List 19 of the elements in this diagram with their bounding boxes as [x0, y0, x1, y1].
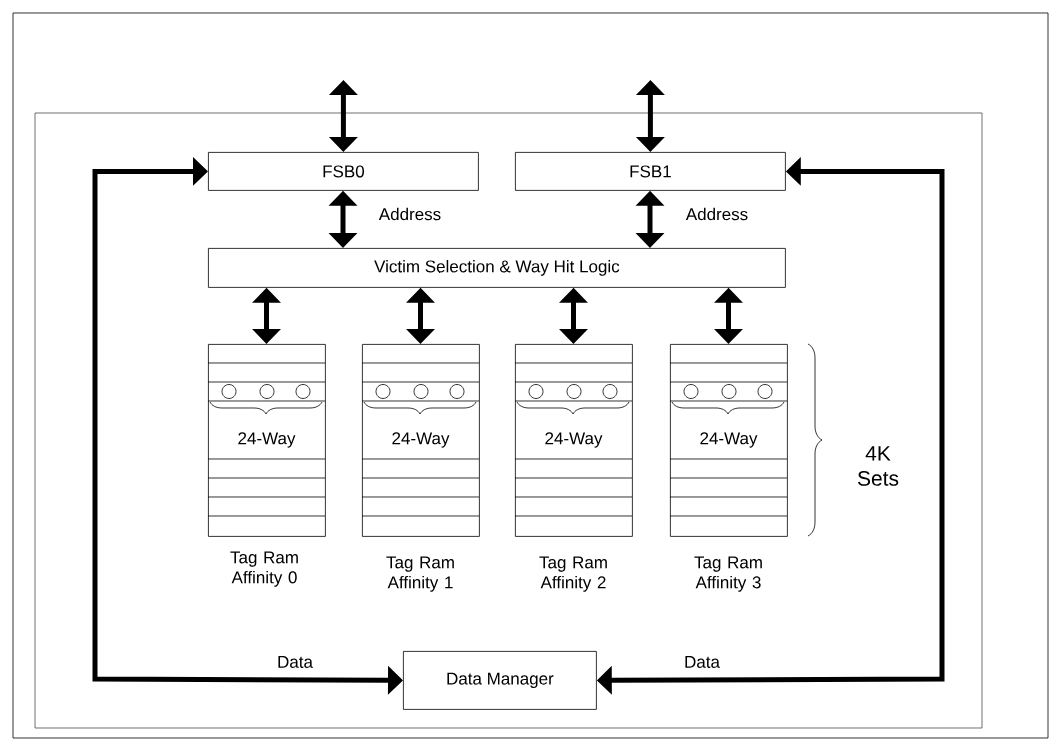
tag-ram-array: 24-Way: [669, 344, 788, 537]
block-box: Victim Selection & Way Hit Logic: [208, 248, 786, 288]
edge-label: Data: [276, 655, 314, 669]
block-box: FSB1: [515, 152, 786, 191]
edge-label: Address: [377, 206, 443, 222]
edge-label: Address: [684, 206, 750, 222]
caption-text: Tag Ram Affinity 3: [694, 556, 762, 592]
tag-ram-array: 24-Way: [361, 344, 480, 537]
arrow: [635, 80, 665, 152]
arrow: [328, 80, 358, 152]
set-count-label: 4K Sets: [857, 446, 899, 486]
caption-text: Tag Ram Affinity 2: [539, 556, 607, 592]
tag-ram-array: 24-Way: [514, 344, 633, 537]
caption-text: Tag Ram Affinity 1: [386, 556, 454, 592]
tag-ram-array: 24-Way: [207, 344, 326, 537]
edge-label: Data: [683, 655, 721, 669]
block-box: Data Manager: [403, 651, 597, 710]
caption-text: Tag Ram Affinity 0: [230, 551, 298, 587]
block-box: FSB0: [208, 152, 479, 191]
